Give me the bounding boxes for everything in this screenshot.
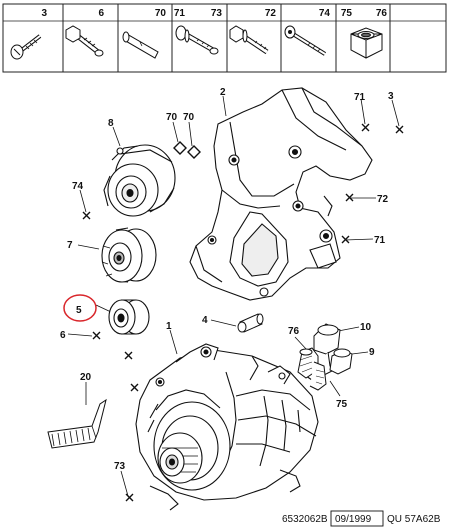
strip-cell-72-label: 72: [265, 8, 277, 19]
mounting-bracket: [189, 87, 373, 301]
callout-5-highlight: [63, 294, 97, 322]
callout-76: 76: [288, 326, 300, 337]
callout-labels: 2 71 3 70 70 8 74 72 7 71 5 6 4 1 76 10 …: [60, 87, 394, 472]
callout-5: 5: [76, 305, 82, 316]
idler-pulley: [101, 227, 157, 283]
callout-9: 9: [369, 347, 375, 358]
nut-icon: [350, 27, 383, 59]
footer-model-code: QU 57A62B: [387, 514, 441, 525]
stud: [237, 313, 264, 333]
callout-8: 8: [108, 118, 114, 129]
strip-cell-70-label: 70: [155, 8, 167, 19]
fastener-markers: [82, 123, 404, 502]
callout-2: 2: [220, 87, 226, 98]
hex-bolt-icon: [65, 25, 104, 57]
callout-75: 75: [336, 399, 348, 410]
callout-4: 4: [202, 315, 208, 326]
callout-6: 6: [60, 330, 66, 341]
strip-cell-6-label: 6: [98, 8, 104, 19]
callout-71-top: 71: [354, 92, 366, 103]
small-pulley: [108, 299, 150, 335]
long-flange-bolt-icon: [229, 25, 269, 55]
callout-7: 7: [67, 240, 73, 251]
strip-cell-74-label: 74: [319, 8, 331, 19]
callout-70-right: 70: [183, 112, 195, 123]
flange-bolt-icon: [175, 25, 219, 55]
alternator: [135, 343, 319, 511]
strip-cell-75-label: 75: [341, 8, 353, 19]
footer-ref-code: 6532062B: [282, 514, 328, 525]
callout-73: 73: [114, 461, 126, 472]
callout-1: 1: [166, 321, 172, 332]
strip-cell-73-label: 73: [211, 8, 223, 19]
callout-3: 3: [388, 91, 394, 102]
callout-74: 74: [72, 181, 84, 192]
callout-71-right: 71: [374, 235, 386, 246]
long-screw-icon: [284, 25, 327, 56]
callout-70-left: 70: [166, 112, 178, 123]
footer: 6532062B 09/1999 QU 57A62B: [282, 510, 441, 527]
callout-10: 10: [360, 322, 372, 333]
parts-strip: 3 6 70 71 73 72 74 75 76: [2, 3, 447, 73]
dowel-pin-icon: [122, 31, 159, 59]
tensioner-assembly: [103, 144, 176, 217]
strip-cell-3-label: 3: [41, 8, 47, 19]
callout-72: 72: [377, 194, 389, 205]
short-screw-icon: [10, 34, 42, 60]
terminal-caps: [297, 323, 353, 391]
callout-20: 20: [80, 372, 92, 383]
footer-date: 09/1999: [335, 514, 372, 525]
strip-cell-76-label: 76: [376, 8, 388, 19]
drive-belt: [47, 398, 107, 449]
strip-cell-71-label: 71: [174, 8, 186, 19]
